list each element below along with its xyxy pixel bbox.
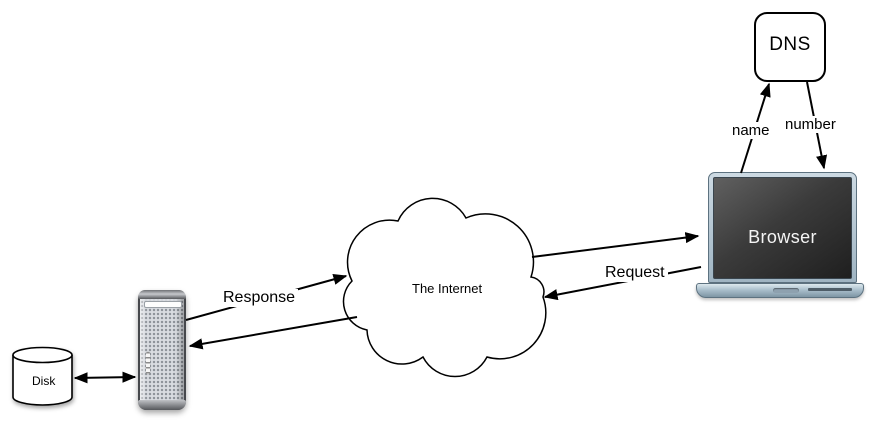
server-icon [138, 290, 186, 410]
browser-label: Browser [748, 227, 817, 247]
laptop-latch [773, 288, 799, 293]
edge-label-number: number [782, 116, 839, 134]
internet-label: The Internet [412, 281, 483, 296]
edge-label-request: Request [602, 264, 668, 283]
arrow-internet-to-server [188, 316, 358, 350]
dns-node: DNS [754, 12, 826, 82]
laptop-screen: Browser [713, 177, 852, 279]
server-drive-slot [144, 301, 182, 308]
arrow-disk-server-bidirectional [73, 371, 137, 384]
server-led-strip [146, 352, 150, 374]
arrow-internet-to-browser [531, 232, 700, 258]
laptop-vent-slit [808, 288, 852, 291]
dns-label: DNS [769, 34, 811, 55]
edge-label-name: name [729, 122, 773, 140]
disk-label: Disk [32, 374, 56, 388]
laptop-base [696, 283, 864, 298]
edge-label-response: Response [220, 289, 299, 308]
laptop-icon: Browser [708, 172, 857, 283]
